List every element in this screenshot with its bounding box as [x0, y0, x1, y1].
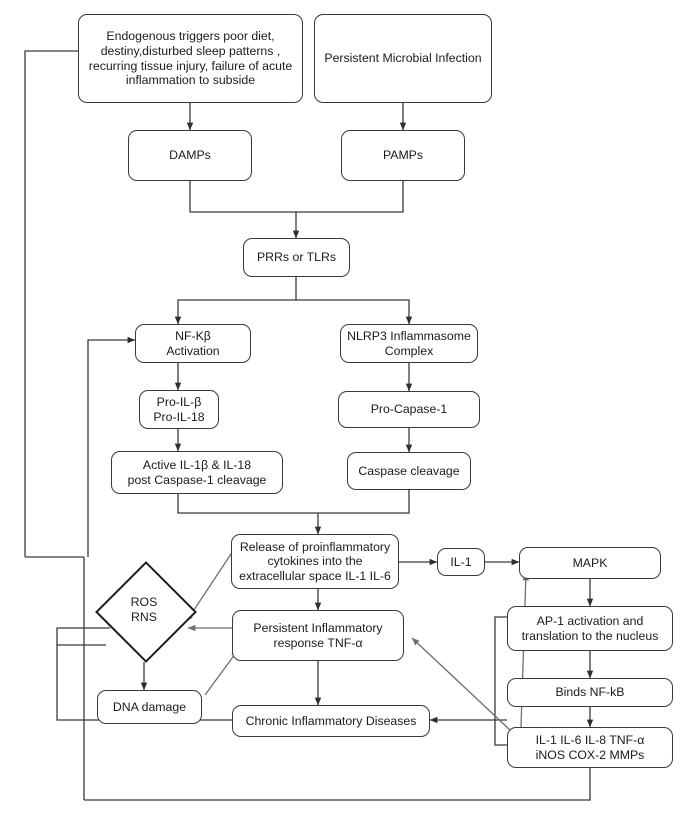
ap1-line-1: AP-1 activation and	[536, 613, 644, 628]
damps-label: DAMPs	[169, 148, 211, 163]
node-release-cytokines[interactable]: Release of proinflammatory cytokines int…	[231, 534, 399, 589]
chronic-label: Chronic Inflammatory Diseases	[245, 713, 417, 728]
node-cytokine-panel[interactable]: IL-1 IL-6 IL-8 TNF-α iNOS COX-2 MMPs	[507, 727, 673, 768]
pro-il-line-1: Pro-IL-β	[156, 394, 202, 409]
node-nfkb-activation[interactable]: NF-Kβ Activation	[135, 324, 251, 363]
node-active-il[interactable]: Active IL-1β & IL-18 post Caspase-1 clea…	[111, 451, 283, 494]
ros-line-2: RNS	[131, 610, 157, 624]
node-pamps[interactable]: PAMPs	[341, 130, 465, 181]
nfkb-line-1: NF-Kβ	[175, 328, 211, 343]
node-mapk[interactable]: MAPK	[519, 547, 661, 579]
caspase-cleavage-label: Caspase cleavage	[358, 463, 460, 478]
node-binds-nfkb[interactable]: Binds NF-kB	[507, 678, 673, 707]
pamps-label: PAMPs	[382, 148, 424, 163]
il-1-label: IL-1	[450, 554, 472, 569]
cytokine-line-1: IL-1 IL-6 IL-8 TNF-α	[535, 732, 645, 747]
dna-damage-label: DNA damage	[112, 699, 187, 714]
triggers-line-4: inflammation to subside	[125, 73, 256, 88]
ap1-line-2: translation to the nucleus	[521, 628, 659, 643]
nlrp3-line-2: Complex	[384, 343, 434, 358]
persistent-line-2: response TNF-α	[273, 635, 363, 650]
nlrp3-line-1: NLRP3 Inflammasome	[347, 328, 471, 343]
node-prrs-or-tlrs[interactable]: PRRs or TLRs	[243, 238, 350, 277]
triggers-line-2: destiny,disturbed sleep patterns ,	[100, 43, 281, 58]
triggers-line-1: Endogenous triggers poor diet,	[106, 29, 275, 44]
pro-capase-label: Pro-Capase-1	[370, 402, 448, 417]
release-line-2: cytokines into the	[267, 554, 363, 569]
node-chronic-inflammatory-diseases[interactable]: Chronic Inflammatory Diseases	[232, 705, 430, 737]
binds-nfkb-label: Binds NF-kB	[555, 685, 625, 700]
node-endogenous-triggers[interactable]: Endogenous triggers poor diet, destiny,d…	[78, 14, 303, 103]
active-il-line-2: post Caspase-1 cleavage	[127, 472, 267, 487]
node-dna-damage[interactable]: DNA damage	[97, 690, 202, 724]
node-il-1[interactable]: IL-1	[437, 548, 485, 576]
active-il-line-1: Active IL-1β & IL-18	[142, 457, 252, 472]
prrs-label: PRRs or TLRs	[256, 250, 337, 265]
triggers-line-3: recurring tissue injury, failure of acut…	[88, 58, 293, 73]
persistent-line-1: Persistent Inflammatory	[253, 620, 383, 635]
node-nlrp3-inflammasome-complex[interactable]: NLRP3 Inflammasome Complex	[340, 324, 478, 363]
release-line-1: Release of proinflammatory	[239, 539, 391, 554]
node-caspase-cleavage[interactable]: Caspase cleavage	[347, 452, 471, 490]
mapk-label: MAPK	[572, 555, 608, 570]
node-damps[interactable]: DAMPs	[128, 130, 252, 181]
nfkb-line-2: Activation	[166, 343, 220, 358]
ros-line-1: ROS	[130, 595, 158, 610]
cytokine-line-2: iNOS COX-2 MMPs	[535, 747, 645, 762]
pro-il-line-2: Pro-IL-18	[153, 409, 205, 424]
node-pro-capase-1[interactable]: Pro-Capase-1	[338, 391, 480, 428]
node-persistent-microbial-infection[interactable]: Persistent Microbial Infection	[314, 14, 492, 103]
node-ros-rns[interactable]: ROS RNS	[95, 561, 197, 663]
infection-label: Persistent Microbial Infection	[324, 51, 482, 66]
node-persistent-inflammatory-response[interactable]: Persistent Inflammatory response TNF-α	[232, 610, 404, 661]
release-line-3: extracellular space IL-1 IL-6	[239, 568, 391, 583]
node-ap1-activation[interactable]: AP-1 activation and translation to the n…	[507, 606, 673, 651]
node-pro-il[interactable]: Pro-IL-β Pro-IL-18	[139, 390, 219, 429]
